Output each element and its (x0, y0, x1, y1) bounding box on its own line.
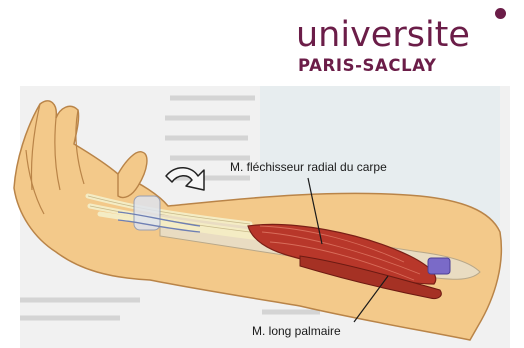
label-palmaris-longus: M. long palmaire (252, 324, 341, 338)
elbow-tissue (428, 258, 450, 274)
universite-paris-saclay-logo: universite PARIS-SACLAY (292, 6, 514, 82)
logo-wordmark: universite (296, 18, 470, 53)
label-flexor-carpi-radialis: M. fléchisseur radial du carpe (230, 160, 387, 174)
logo-subtitle: PARIS-SACLAY (298, 56, 437, 75)
logo-dot (495, 8, 506, 19)
forearm-anatomy-illustration (0, 86, 524, 348)
